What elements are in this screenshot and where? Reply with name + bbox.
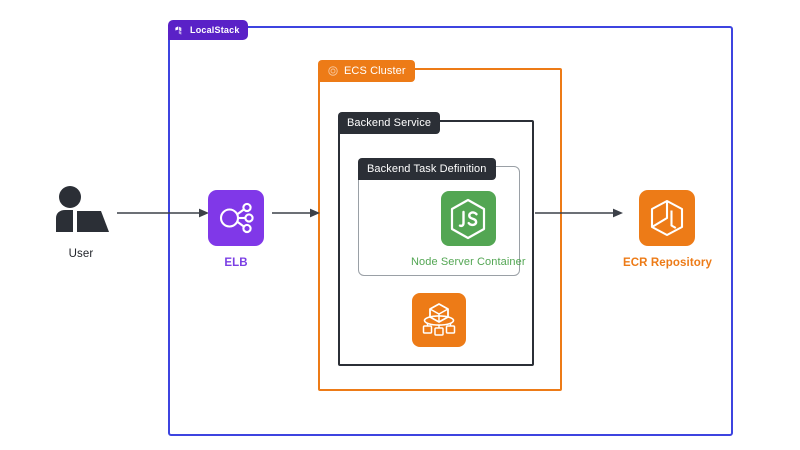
group-label-backend-task-definition[interactable]: Backend Task Definition	[358, 158, 496, 180]
node-node-server-container-label: Node Server Container	[411, 256, 526, 268]
node-ecr-repository-label: ECR Repository	[623, 257, 712, 269]
ecs-container-cube-icon	[412, 293, 466, 347]
node-user[interactable]: User	[48, 183, 114, 260]
group-label-ecs-cluster-text: ECS Cluster	[344, 65, 406, 77]
node-ecr-repository[interactable]: ECR Repository	[623, 190, 712, 269]
node-elb[interactable]: ELB	[208, 190, 264, 269]
connector-user-to-elb	[117, 207, 209, 219]
localstack-logo-icon	[174, 25, 185, 36]
group-label-localstack[interactable]: LocalStack	[168, 20, 248, 40]
node-elb-label: ELB	[224, 257, 248, 269]
user-at-laptop-icon	[48, 183, 114, 239]
group-label-localstack-text: LocalStack	[190, 25, 240, 35]
nodejs-icon	[440, 191, 496, 246]
group-localstack[interactable]	[168, 26, 733, 436]
group-label-backend-task-definition-text: Backend Task Definition	[367, 163, 487, 175]
group-label-backend-service-text: Backend Service	[347, 117, 432, 129]
node-node-server-container[interactable]: Node Server Container	[411, 191, 526, 268]
group-ecs-cluster[interactable]	[318, 68, 562, 391]
group-label-backend-service[interactable]: Backend Service	[338, 112, 441, 134]
load-balancer-icon	[208, 190, 264, 246]
node-user-label: User	[68, 248, 94, 260]
group-label-ecs-cluster[interactable]: ECS Cluster	[318, 60, 415, 82]
connector-backend-service-to-ecr	[535, 207, 623, 219]
ecr-cube-icon	[639, 190, 696, 246]
connector-elb-to-ecs-cluster	[272, 207, 320, 219]
node-fargate-task[interactable]	[412, 293, 466, 347]
ecs-cluster-icon	[327, 65, 339, 77]
